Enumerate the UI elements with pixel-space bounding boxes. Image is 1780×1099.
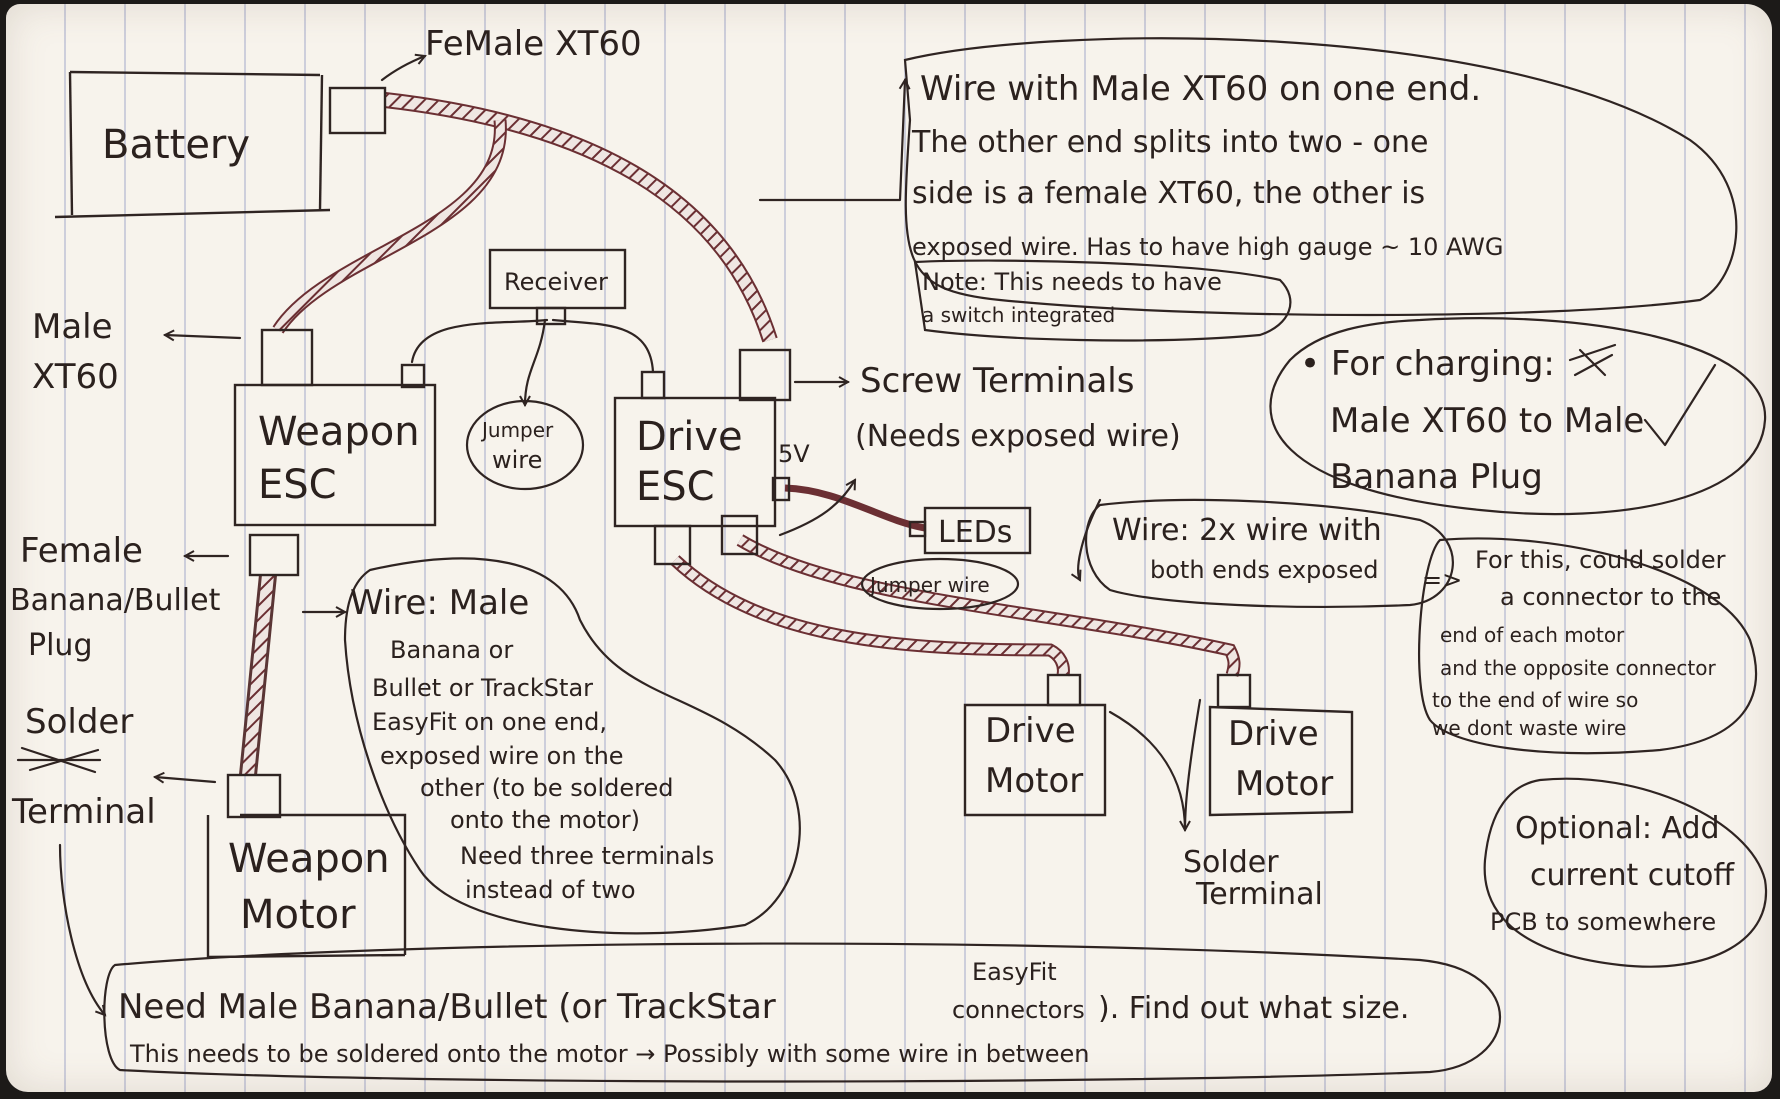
weapon-motor-box: Weapon Motor [206,773,407,959]
weapon-wire-note: Wire: Male Banana or Bullet or TrackStar… [301,557,801,935]
drive-motor-2-label-1: Drive [1228,714,1319,754]
main-wire-line-3: side is a female XT60, the other is [912,176,1425,211]
female-xt60-label: FeMale XT60 [425,24,642,64]
switch-note-line-1: Note: This needs to have [922,268,1222,296]
charging-line-2: Male XT60 to Male [1330,401,1644,441]
notebook-page [6,4,1772,1092]
weapon-wire-line-4: EasyFit on one end, [372,708,607,736]
bottom-easyfit-1: EasyFit [972,958,1057,986]
weapon-esc-label-1: Weapon [258,409,420,455]
weapon-motor-label-2: Motor [240,892,356,938]
weapon-wire-line-2: Banana or [390,636,513,664]
weapon-wire-line-8: Need three terminals [460,842,714,870]
main-wire-line-1: Wire with Male XT60 on one end. [920,69,1481,109]
weapon-wire-line-3: Bullet or TrackStar [372,674,593,702]
female-banana-label-1: Female [20,531,143,571]
weapon-esc-xt60 [260,328,314,387]
solder-terminal-left-callout: Solder Terminal [11,702,217,1015]
solder-tip-line-6: we dont waste wire [1432,716,1626,740]
optional-line-1: Optional: Add [1515,811,1720,846]
drive-esc-xt60 [738,348,792,402]
weapon-wire-line-7: onto the motor) [450,806,640,834]
weapon-wire-line-6: other (to be soldered [420,774,673,802]
bottom-note: Need Male Banana/Bullet (or TrackStar Ea… [103,942,1502,1083]
weapon-wire-line-5: exposed wire on the [380,742,624,770]
male-xt60-label-2: XT60 [32,357,119,397]
screw-terminals-label-2: (Needs exposed wire) [855,419,1181,454]
solder-terminal-left-label-1: Solder [25,702,133,742]
drive-esc-label-2: ESC [636,464,715,510]
receiver-jumper-wires [410,318,655,374]
female-xt60-callout: FeMale XT60 [380,24,642,82]
drive-motor-1-label-1: Drive [985,711,1076,751]
drive-motor-1-label-2: Motor [985,761,1083,801]
solder-terminal-right-label-1: Solder [1183,845,1279,880]
switch-note-line-2: a switch integrated [922,303,1115,327]
drive-esc-box: Drive ESC 5V [613,348,810,566]
main-wire-line-2: The other end splits into two - one [911,125,1429,160]
charging-note: • For charging: Male XT60 to Male Banana… [1269,317,1767,516]
bottom-line-1b: ). Find out what size. [1098,991,1409,1026]
solder-terminal-left-label-2: Terminal [11,792,156,832]
weapon-wire-line-1: Wire: Male [350,583,529,623]
solder-tip-line-5: to the end of wire so [1432,688,1638,712]
drive-wire-arrow: => [1422,566,1462,594]
battery-lead-wires [272,92,778,343]
bottom-line-2: This needs to be soldered onto the motor… [129,1040,1090,1068]
male-xt60-callout: Male XT60 [32,307,242,397]
weapon-wire-line-9: instead of two [465,876,636,904]
bottom-easyfit-2: connectors [952,996,1085,1024]
optional-line-2: current cutoff [1530,858,1735,893]
female-banana-label-3: Plug [28,628,92,663]
weapon-motor-label-1: Weapon [228,836,390,882]
solder-terminal-right-callout: Solder Terminal [1108,698,1323,912]
charging-line-1: • For charging: [1300,344,1555,384]
led-jumper-wire-callout: Jumper wire [778,480,1020,611]
led-jumper-wire-label: Jumper wire [868,573,990,597]
leds-box: LEDs [908,506,1032,555]
battery-box: Battery [54,70,387,219]
weapon-esc-box: Weapon ESC [233,328,437,577]
charging-line-3: Banana Plug [1330,457,1543,497]
drive-motor-2-label-2: Motor [1235,764,1333,804]
switch-note: Note: This needs to have a switch integr… [913,259,1292,342]
solder-tip-line-2: a connector to the [1500,583,1721,611]
weapon-motor-wire [239,574,277,776]
optional-line-3: PCB to somewhere [1490,908,1716,936]
leds-label: LEDs [938,515,1012,550]
solder-tip-line-3: end of each motor [1440,623,1625,647]
drive-wire-line-1: Wire: 2x wire with [1112,513,1382,548]
solder-tip-line-1: For this, could solder [1475,546,1726,574]
jumper-wire-label-2: wire [492,446,542,474]
bottom-line-1: Need Male Banana/Bullet (or TrackStar [118,987,776,1027]
five-v-label: 5V [778,440,810,468]
optional-note: Optional: Add current cutoff PCB to some… [1483,777,1768,968]
female-banana-callout: Female Banana/Bullet Plug [10,531,230,663]
receiver-label: Receiver [504,268,608,296]
drive-wire-note: Wire: 2x wire with both ends exposed => [1078,498,1462,608]
receiver-box: Receiver [488,248,627,326]
main-wire-note: Wire with Male XT60 on one end. The othe… [758,37,1738,317]
drive-motor-2-box: Drive Motor [1208,673,1354,817]
female-banana-label-2: Banana/Bullet [10,583,221,618]
battery-label: Battery [102,122,250,168]
drive-wire-line-2: both ends exposed [1150,556,1378,584]
jumper-wire-callout: Jumper wire [465,318,585,491]
screw-terminals-label-1: Screw Terminals [860,361,1134,401]
main-wire-line-4: exposed wire. Has to have high gauge ~ 1… [912,233,1503,261]
male-xt60-label-1: Male [32,307,113,347]
solder-tip-line-4: and the opposite connector [1440,656,1716,680]
weapon-esc-label-2: ESC [258,462,337,508]
jumper-wire-label-1: Jumper [480,418,554,442]
solder-tip-note: For this, could solder a connector to th… [1418,537,1758,755]
solder-terminal-right-label-2: Terminal [1195,877,1323,912]
screw-terminals-callout: Screw Terminals (Needs exposed wire) [793,361,1181,454]
battery-xt60-connector [328,86,387,135]
led-jumper-wire [784,484,926,532]
drive-motor-1-box: Drive Motor [963,673,1107,817]
drive-esc-label-1: Drive [636,414,743,460]
drive-motor-wires [670,534,1241,677]
